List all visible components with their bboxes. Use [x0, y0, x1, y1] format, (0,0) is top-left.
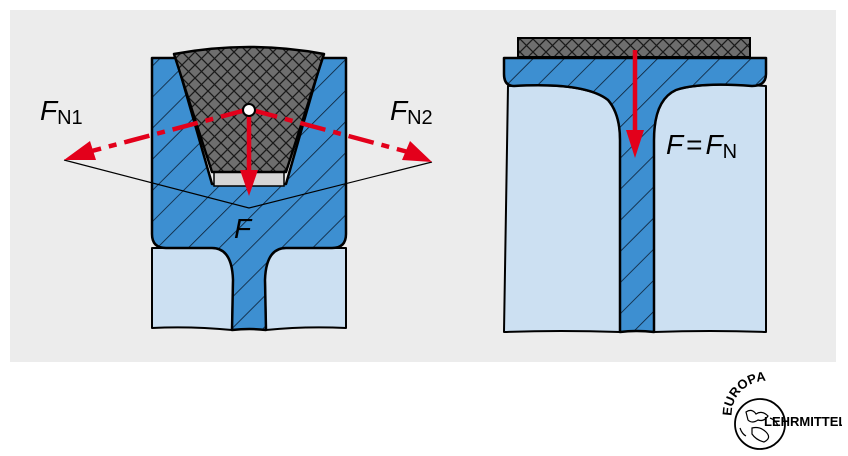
force-origin-point — [242, 103, 256, 117]
flat-belt-figure: F=FN — [502, 37, 768, 334]
label-fn1: FN1 — [40, 95, 83, 129]
pulley-hub-right — [261, 247, 347, 331]
force-arrows — [64, 107, 432, 196]
force-arrow-f-right — [626, 50, 644, 158]
force-triangle-lines — [63, 159, 433, 209]
europa-lehrmittel-logo: EUROPA LEHRMITTEL — [719, 369, 842, 450]
arrow-fn2 — [251, 107, 409, 155]
globe-icon — [734, 398, 786, 450]
pulley-hub-left — [151, 247, 237, 331]
flat-pulley-hub-right — [653, 83, 767, 333]
flat-pulley-rim — [502, 56, 768, 334]
label-f-eq-fn: F=FN — [666, 129, 737, 163]
arrow-fn1 — [87, 107, 247, 155]
logo-side-text: LEHRMITTEL — [764, 414, 842, 429]
label-f-left: F — [234, 213, 253, 244]
label-fn2: FN2 — [390, 95, 433, 129]
flat-pulley-hub-left — [503, 84, 621, 333]
v-belt-figure: FN1 FN2 F — [40, 45, 433, 332]
